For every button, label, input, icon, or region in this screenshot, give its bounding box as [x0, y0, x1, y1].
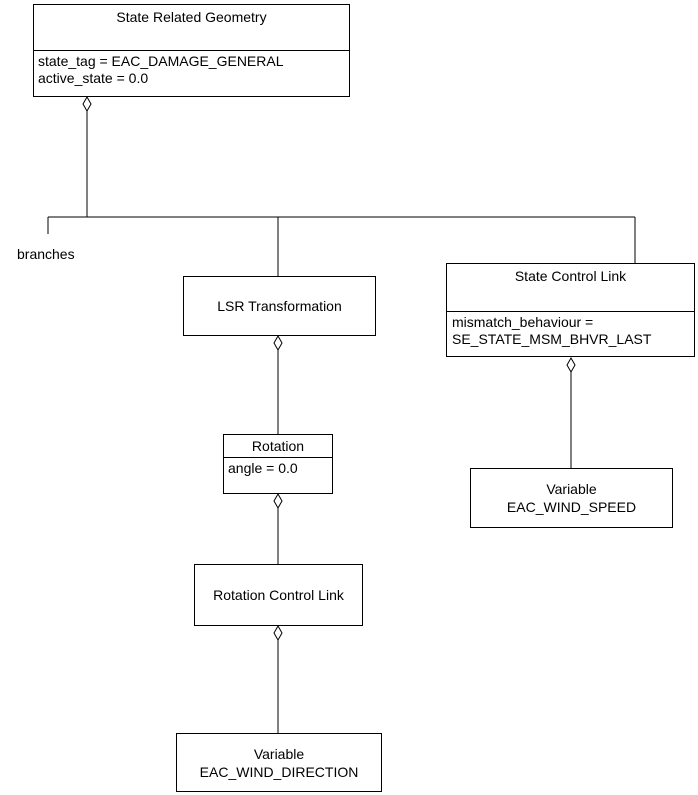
aggregation-diamond-rotation [273, 492, 283, 510]
node-title-rotation-control-link: Rotation Control Link [213, 587, 344, 603]
attribute-angle: angle = 0.0 [228, 460, 298, 476]
node-attributes-state-related-geometry: state_tag = EAC_DAMAGE_GENERAL active_st… [34, 51, 349, 89]
node-rotation-control-link[interactable]: Rotation Control Link [194, 564, 363, 626]
aggregation-diamond-state-related-geometry [82, 95, 92, 113]
node-subtitle-variable-wind-speed: EAC_WIND_SPEED [506, 499, 637, 515]
node-state-control-link[interactable]: State Control Link mismatch_behaviour = … [446, 263, 695, 357]
node-title-variable-wind-speed: Variable [546, 481, 597, 497]
node-title-state-related-geometry: State Related Geometry [34, 5, 349, 51]
attribute-state-tag: state_tag = EAC_DAMAGE_GENERAL [38, 53, 284, 69]
node-variable-wind-speed[interactable]: Variable EAC_WIND_SPEED [470, 468, 673, 528]
attribute-mismatch-behaviour-line2: SE_STATE_MSM_BHVR_LAST [452, 331, 652, 347]
node-lsr-transformation[interactable]: LSR Transformation [183, 276, 376, 336]
attribute-active-state: active_state = 0.0 [38, 70, 149, 86]
node-variable-wind-direction[interactable]: Variable EAC_WIND_DIRECTION [176, 733, 382, 792]
node-title-rotation: Rotation [224, 435, 332, 458]
node-attributes-state-control-link: mismatch_behaviour = SE_STATE_MSM_BHVR_L… [447, 312, 694, 350]
node-subtitle-variable-wind-direction: EAC_WIND_DIRECTION [199, 763, 359, 780]
aggregation-diamond-state-control-link [566, 356, 576, 374]
node-state-related-geometry[interactable]: State Related Geometry state_tag = EAC_D… [33, 4, 350, 97]
node-rotation[interactable]: Rotation angle = 0.0 [223, 434, 333, 494]
aggregation-diamond-lsr-transformation [273, 334, 283, 352]
attribute-mismatch-behaviour-line1: mismatch_behaviour = [452, 314, 594, 330]
node-title-variable-wind-direction: Variable [253, 745, 305, 762]
aggregation-diamond-rotation-control-link [273, 624, 283, 642]
edge-label-branches: branches [17, 246, 75, 262]
node-attributes-rotation: angle = 0.0 [224, 458, 332, 479]
node-title-lsr-transformation: LSR Transformation [217, 298, 342, 314]
node-title-state-control-link: State Control Link [447, 264, 694, 312]
